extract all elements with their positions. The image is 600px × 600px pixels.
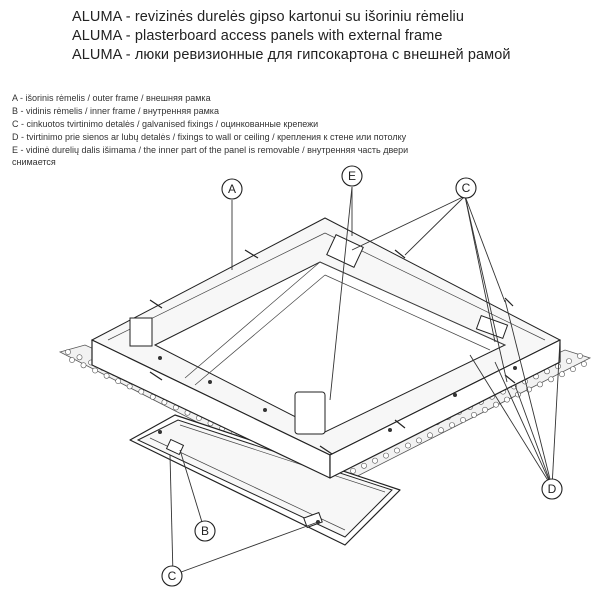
callout-c-bottom-label: C [168,569,177,583]
hinge-right [303,511,323,529]
legend-item-d: D - tvirtinimo prie sienos ar lubų detal… [12,132,407,142]
legend-item-e: E - vidinė durelių dalis išimama / the i… [12,145,409,155]
legend-item-b: B - vidinis rėmelis / inner frame / внут… [12,106,219,116]
callout-a-label: A [228,182,236,196]
callout-e-label: E [348,169,356,183]
hinge-left [165,438,185,456]
title-line-en: ALUMA - plasterboard access panels with … [72,28,443,44]
lock-housing [294,391,326,435]
callout-c-top-label: C [462,181,471,195]
board-hole [394,447,400,454]
legend-item-e-continued: снимается [12,157,56,167]
board-hole [566,358,572,364]
callout-e: E [341,165,363,187]
legend-item-c: C - cinkuotos tvirtinimo detalės / galva… [12,119,319,129]
board-hole [405,442,411,449]
callout-b: B [194,520,216,542]
board-hole [416,437,422,444]
corner-bracket-left [129,317,153,347]
board-hole [482,406,488,413]
board-hole [438,427,444,434]
board-hole [65,349,71,355]
board-hole [577,353,583,359]
board-hole [103,372,110,379]
callout-d: D [541,478,563,500]
board-hole [570,366,576,372]
board-hole [372,457,378,464]
legend-item-a: A - išorinis rėmelis / outer frame / вне… [12,93,211,103]
board-hole [80,362,87,369]
title-line-lt: ALUMA - revizinės durelės gipso kartonui… [72,9,465,25]
callout-c-bottom: C [161,565,183,587]
board-hole [69,357,75,363]
board-hole [361,462,367,469]
board-hole [493,401,499,408]
callout-a: A [221,178,243,200]
title-line-ru: ALUMA - люки ревизионные для гипсокартон… [72,47,511,63]
board-hole [504,396,510,403]
callout-c-top: C [455,177,477,199]
board-hole [537,381,543,388]
board-hole [460,417,466,423]
board-hole [76,354,83,361]
board-hole [383,452,389,459]
callout-d-label: D [548,482,557,496]
leader-lines [169,186,561,576]
board-hole [427,432,433,439]
board-hole [350,467,356,474]
board-hole [126,383,133,390]
board-hole [559,371,565,378]
callout-b-label: B [201,524,209,538]
board-hole [92,367,98,374]
fixings-d [149,249,516,455]
inner-frame-b [129,414,401,546]
board-hole [449,422,455,428]
board-hole [471,411,477,418]
board-hole [115,378,122,384]
board-hole [548,376,554,383]
outer-frame-a [90,217,562,479]
board-hole [581,361,587,367]
